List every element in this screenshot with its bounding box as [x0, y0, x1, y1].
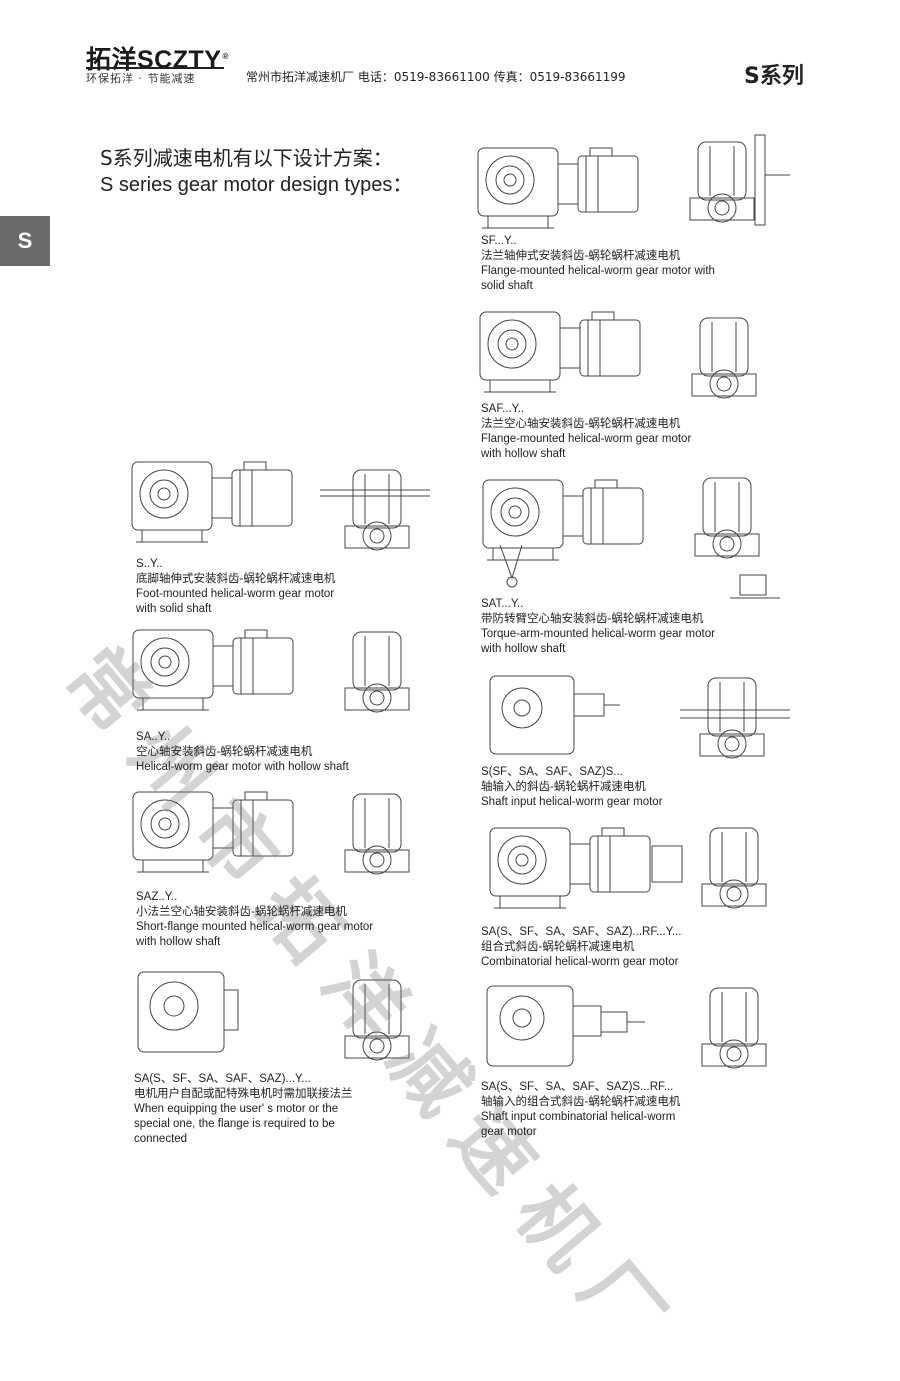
design-name-en: Short-flange mounted helical-worm gear m…: [136, 921, 374, 933]
design-caption: SAF...Y.. 法兰空心轴安装斜齿-蜗轮蜗杆减速电机 Flange-moun…: [481, 402, 691, 462]
design-code: S..Y..: [136, 558, 163, 570]
drawing-sa-end: [344, 631, 410, 713]
design-name-cn: 组合式斜齿-蜗轮蜗杆减速电机: [481, 941, 635, 953]
design-name-cn: 电机用户自配或配特殊电机时需加联接法兰: [134, 1088, 353, 1100]
design-name-en: Combinatorial helical-worm gear motor: [481, 956, 679, 968]
design-name-en: Flange-mounted helical-worm gear motor: [481, 433, 692, 445]
design-name-en: Shaft input combinatorial helical-worm: [481, 1111, 676, 1123]
design-name-en: gear motor: [481, 1126, 537, 1138]
drawing-s-end: [320, 469, 430, 551]
design-name-en: Shaft input helical-worm gear motor: [481, 796, 663, 808]
design-code: SAT...Y..: [481, 598, 524, 610]
design-name-en: Helical-worm gear motor with hollow shaf…: [136, 761, 349, 773]
registered-mark: ®: [222, 51, 229, 61]
design-caption: S..Y.. 底脚轴伸式安装斜齿-蜗轮蜗杆减速电机 Foot-mounted h…: [136, 557, 335, 617]
design-caption: SAT...Y.. 带防转臂空心轴安装斜齿-蜗轮蜗杆减速电机 Torque-ar…: [481, 597, 715, 657]
drawing-sasrf-side: [486, 985, 645, 1067]
design-caption: SF...Y.. 法兰轴伸式安装斜齿-蜗轮蜗杆减速电机 Flange-mount…: [481, 234, 715, 294]
design-name-cn: 带防转臂空心轴安装斜齿-蜗轮蜗杆减速电机: [481, 613, 704, 625]
design-name-en: special one, the flange is required to b…: [134, 1118, 335, 1130]
drawing-sarf-side: [489, 827, 683, 909]
design-caption: SAZ..Y.. 小法兰空心轴安装斜齿-蜗轮蜗杆减速电机 Short-flang…: [136, 890, 373, 950]
design-name-en: with hollow shaft: [136, 936, 221, 948]
design-code: S(SF、SA、SAF、SAZ)S...: [481, 766, 623, 778]
page-heading-cn: S系列减速电机有以下设计方案：: [100, 146, 393, 170]
design-name-cn: 法兰轴伸式安装斜齿-蜗轮蜗杆减速电机: [481, 250, 681, 262]
drawing-sf-end: [689, 134, 790, 226]
design-code: SF...Y..: [481, 235, 517, 247]
drawing-sf-side: [477, 147, 639, 229]
drawing-s-side: [131, 461, 293, 543]
drawing-saf-side: [479, 311, 641, 393]
design-name-en: Flange-mounted helical-worm gear motor w…: [481, 265, 715, 277]
drawing-saf-end: [691, 317, 757, 399]
design-code: SAZ..Y..: [136, 891, 178, 903]
design-name-cn: 轴输入的组合式斜齿-蜗轮蜗杆减速电机: [481, 1096, 681, 1108]
design-name-cn: 底脚轴伸式安装斜齿-蜗轮蜗杆减速电机: [136, 573, 336, 585]
design-caption: SA(S、SF、SA、SAF、SAZ)...RF...Y... 组合式斜齿-蜗轮…: [481, 925, 681, 970]
drawing-sa-user-side: [137, 971, 239, 1053]
design-name-cn: 法兰空心轴安装斜齿-蜗轮蜗杆减速电机: [481, 418, 681, 430]
technical-drawings: [131, 134, 790, 1069]
design-caption: SA(S、SF、SA、SAF、SAZ)...Y... 电机用户自配或配特殊电机时…: [134, 1072, 353, 1147]
design-name-en: solid shaft: [481, 280, 533, 292]
design-code: SA(S、SF、SA、SAF、SAZ)...Y...: [134, 1073, 311, 1085]
design-name-en: Torque-arm-mounted helical-worm gear mot…: [481, 628, 715, 640]
design-name-en: with hollow shaft: [481, 448, 566, 460]
design-name-cn: 小法兰空心轴安装斜齿-蜗轮蜗杆减速电机: [136, 906, 347, 918]
design-name-en: connected: [134, 1133, 188, 1145]
design-code: SA(S、SF、SA、SAF、SAZ)S...RF...: [481, 1081, 674, 1093]
section-tab: S: [0, 216, 50, 266]
company-contact-line: 常州市拓洋减速机厂 电话：0519-83661100 传真：0519-83661…: [246, 70, 626, 84]
design-name-en: Foot-mounted helical-worm gear motor: [136, 588, 335, 600]
drawing-saz-end: [344, 793, 410, 875]
design-caption: S(SF、SA、SAF、SAZ)S... 轴输入的斜齿-蜗轮蜗杆减速电机 Sha…: [481, 765, 663, 810]
company-logo: 拓洋SCZTY®: [86, 46, 229, 74]
design-code: SAF...Y..: [481, 403, 525, 415]
design-caption: SA(S、SF、SA、SAF、SAZ)S...RF... 轴输入的组合式斜齿-蜗…: [481, 1080, 680, 1140]
drawing-sasrf-end: [701, 987, 767, 1069]
page-heading-en: S series gear motor design types：: [100, 174, 413, 196]
design-name-en: with hollow shaft: [481, 643, 566, 655]
design-name-en: When equipping the user' s motor or the: [134, 1103, 339, 1115]
design-code: SA(S、SF、SA、SAF、SAZ)...RF...Y...: [481, 926, 682, 938]
drawing-sarf-end: [701, 827, 767, 909]
design-name-cn: 空心轴安装斜齿-蜗轮蜗杆减速电机: [136, 746, 313, 758]
drawing-sat-end: [694, 477, 780, 599]
drawing-sat-side: [482, 479, 644, 588]
drawing-s-shaft-input-side: [489, 675, 620, 755]
logo-slogan: 环保拓洋 · 节能减速: [86, 72, 196, 85]
series-title: S系列: [744, 64, 804, 89]
design-caption: SA..Y.. 空心轴安装斜齿-蜗轮蜗杆减速电机 Helical-worm ge…: [136, 730, 349, 775]
drawing-s-shaft-input-end: [680, 677, 790, 759]
logo-underline: [86, 67, 224, 69]
design-code: SA..Y..: [136, 731, 171, 743]
design-name-cn: 轴输入的斜齿-蜗轮蜗杆减速电机: [481, 781, 646, 793]
design-name-en: with solid shaft: [136, 603, 212, 615]
